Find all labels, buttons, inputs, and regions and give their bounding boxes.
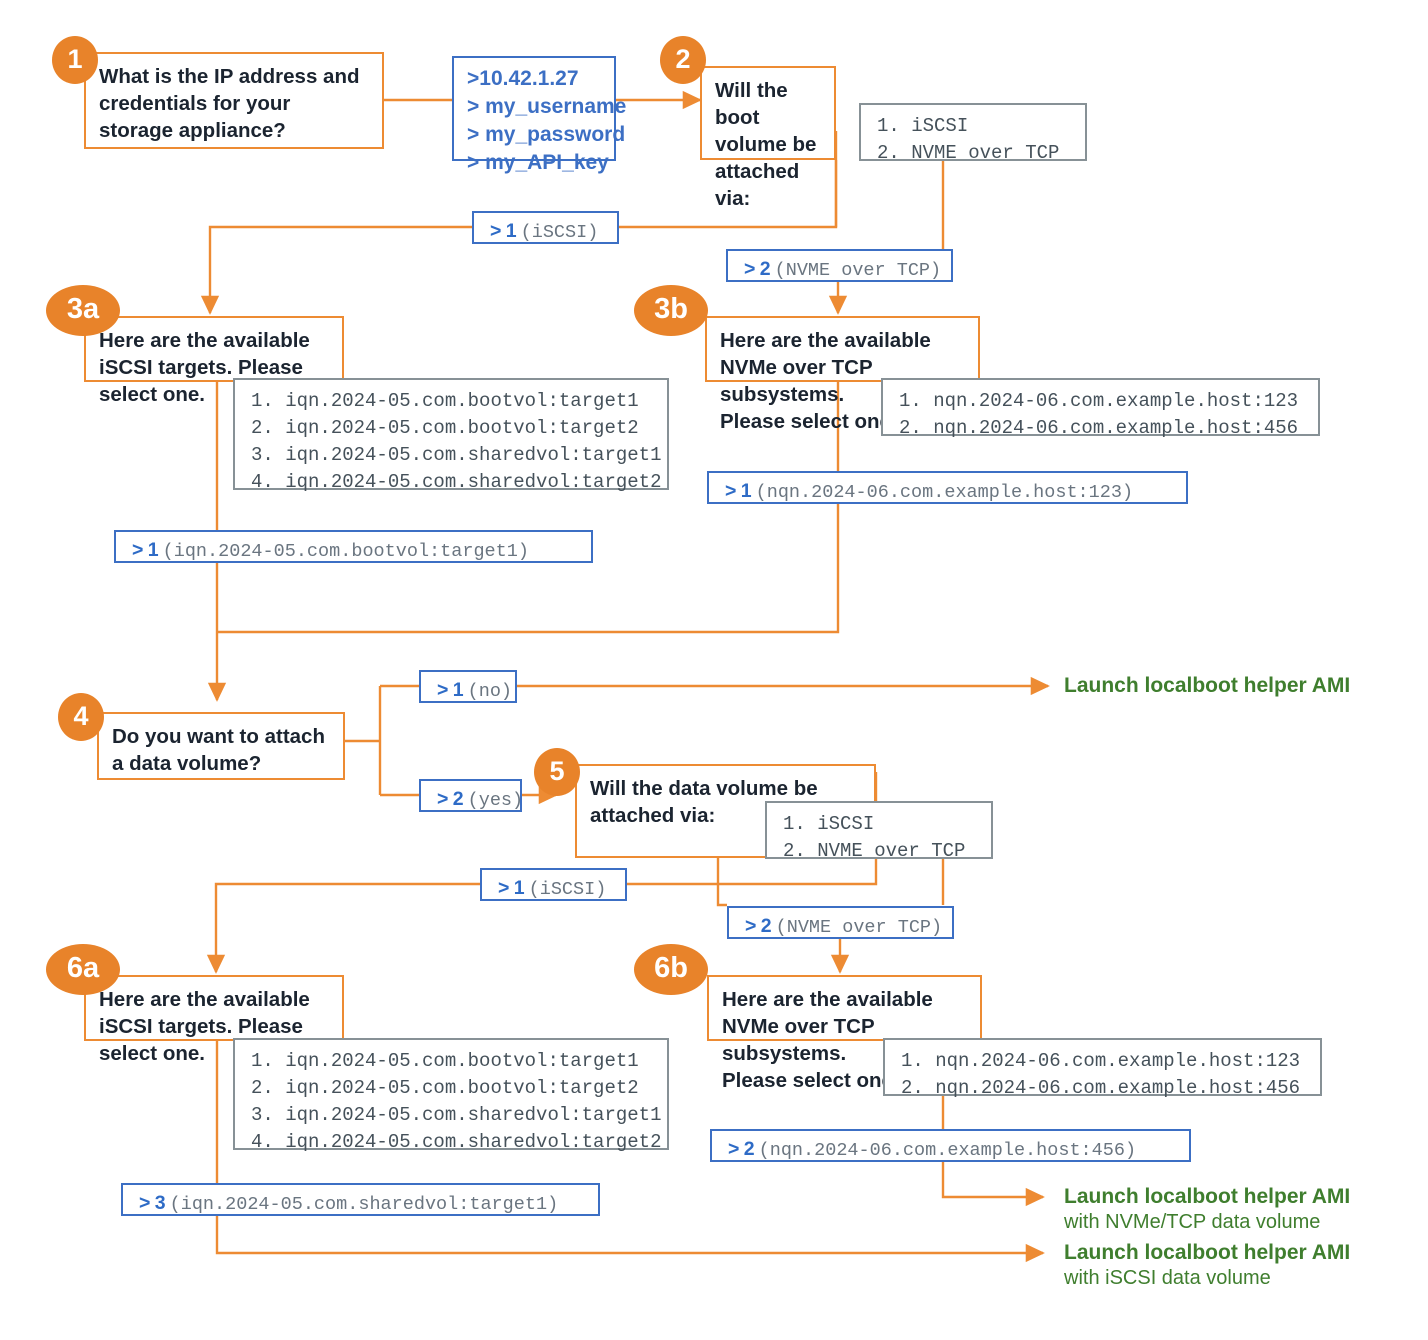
prompt-step-6a: Here are the available iSCSI targets. Pl…: [84, 975, 344, 1065]
answer-data-yes[interactable]: > 2 (yes): [419, 779, 524, 812]
answer-key: > 1: [490, 220, 517, 242]
options-iscsi-targets-data: 1. iqn.2024-05.com.bootvol:target1 2. iq…: [233, 1038, 669, 1153]
step-badge-6a: 6a: [46, 944, 120, 995]
answer-data-nvme[interactable]: > 2 (NVME over TCP): [727, 906, 954, 939]
terminal-title: Launch localboot helper AMI: [1064, 1241, 1351, 1264]
answer-value: (nqn.2024-06.com.example.host:123): [755, 482, 1134, 503]
answer-key: > 2: [437, 788, 464, 810]
answer-value: (no): [467, 681, 513, 702]
prompt-step-6b: Here are the available NVMe over TCP sub…: [707, 975, 982, 1092]
answer-value: (NVME over TCP): [774, 260, 942, 281]
wire-s6b-answer-to-terminal: [941, 1161, 1045, 1207]
answer-boot-nvme[interactable]: > 2 (NVME over TCP): [726, 249, 953, 282]
terminal-subtitle: with iSCSI data volume: [1064, 1267, 1271, 1290]
answer-value: (nqn.2024-06.com.example.host:456): [758, 1140, 1137, 1161]
answer-value: (iSCSI): [520, 222, 599, 243]
options-data-transport: 1. iSCSI 2. NVME over TCP: [765, 801, 993, 862]
terminal-launch-plain: Launch localboot helper AMI: [1064, 673, 1350, 698]
answer-key: > 2: [728, 1138, 755, 1160]
options-boot-transport: 1. iSCSI 2. NVME over TCP: [859, 103, 1087, 164]
answer-value: (yes): [467, 790, 524, 811]
prompt-step-4: Do you want to attach a data volume?: [97, 712, 345, 780]
answer-key: > 2: [745, 915, 772, 937]
answer-value: (iSCSI): [528, 879, 607, 900]
options-nvme-subsystems-data: 1. nqn.2024-06.com.example.host:123 2. n…: [883, 1038, 1322, 1099]
terminal-launch-nvme: Launch localboot helper AMI with NVMe/TC…: [1064, 1184, 1350, 1235]
wire-iscsi-to-s6a: [206, 882, 480, 974]
answer-boot-iscsi[interactable]: > 1 (iSCSI): [472, 211, 619, 244]
prompt-step-1: What is the IP address and credentials f…: [84, 52, 384, 149]
answer-data-nvme-subsystem[interactable]: > 2 (nqn.2024-06.com.example.host:456): [710, 1129, 1191, 1162]
terminal-title: Launch localboot helper AMI: [1064, 674, 1351, 697]
answer-data-iscsi[interactable]: > 1 (iSCSI): [480, 868, 627, 901]
terminal-launch-iscsi: Launch localboot helper AMI with iSCSI d…: [1064, 1240, 1350, 1291]
options-nvme-subsystems-boot: 1. nqn.2024-06.com.example.host:123 2. n…: [881, 378, 1320, 439]
step-badge-2: 2: [660, 36, 706, 84]
answer-value: (NVME over TCP): [775, 917, 943, 938]
answer-key: > 2: [744, 258, 771, 280]
answer-boot-nvme-subsystem[interactable]: > 1 (nqn.2024-06.com.example.host:123): [707, 471, 1188, 504]
options-iscsi-targets-boot: 1. iqn.2024-05.com.bootvol:target1 2. iq…: [233, 378, 669, 493]
answer-value: (iqn.2024-05.com.sharedvol:target1): [169, 1194, 559, 1215]
prompt-step-3a: Here are the available iSCSI targets. Pl…: [84, 316, 344, 406]
answer-key: > 3: [139, 1192, 166, 1214]
terminal-title: Launch localboot helper AMI: [1064, 1185, 1351, 1208]
answer-key: > 1: [132, 539, 159, 561]
step-badge-6b: 6b: [634, 944, 708, 995]
wire-s5-bottom-branch: [716, 858, 727, 907]
answer-value: (iqn.2024-05.com.bootvol:target1): [162, 541, 529, 562]
answer-boot-iscsi-target[interactable]: > 1 (iqn.2024-05.com.bootvol:target1): [114, 530, 593, 563]
step-badge-4: 4: [58, 693, 104, 741]
wire-s6a-answer-to-terminal: [215, 1215, 1045, 1263]
wire-iscsi-to-s3a: [200, 225, 472, 315]
answer-key: > 1: [437, 679, 464, 701]
wire-s3b-answer-to-s4: [217, 503, 840, 634]
credentials-box: >10.42.1.27 > my_username > my_password …: [452, 56, 626, 174]
prompt-step-2: Will the boot volume be attached via:: [700, 66, 836, 210]
step-badge-3b: 3b: [634, 285, 708, 336]
terminal-subtitle: with NVMe/TCP data volume: [1064, 1211, 1321, 1234]
answer-key: > 1: [498, 877, 525, 899]
answer-key: > 1: [725, 480, 752, 502]
step-badge-1: 1: [52, 36, 98, 84]
step-badge-3a: 3a: [46, 285, 120, 336]
prompt-step-3b: Here are the available NVMe over TCP sub…: [705, 316, 980, 433]
step-badge-5: 5: [534, 748, 580, 796]
answer-data-iscsi-target[interactable]: > 3 (iqn.2024-05.com.sharedvol:target1): [121, 1183, 600, 1216]
answer-data-no[interactable]: > 1 (no): [419, 670, 517, 703]
